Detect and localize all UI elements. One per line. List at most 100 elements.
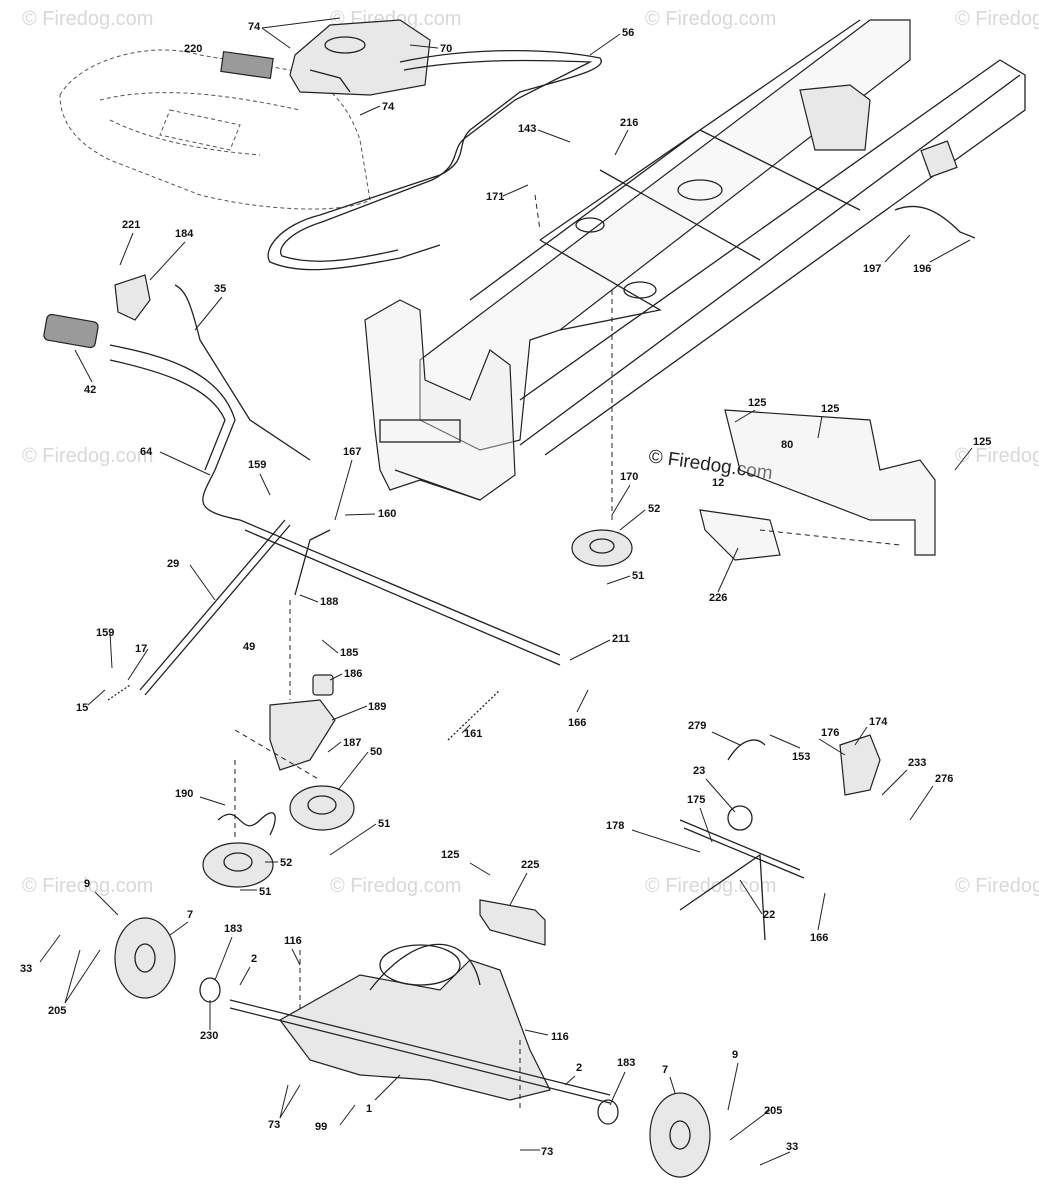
callout-label: 159: [248, 459, 266, 471]
watermark: © Firedog.com: [22, 8, 153, 30]
callout-label: 70: [440, 43, 452, 55]
callout-label: 170: [620, 471, 638, 483]
callout-label: 23: [693, 765, 705, 777]
callout-label: 186: [344, 668, 362, 680]
callout-label: 225: [521, 859, 539, 871]
callout-label: 9: [84, 878, 90, 890]
callout-label: 176: [821, 727, 839, 739]
callout-label: 2: [251, 953, 257, 965]
callout-label: 125: [973, 436, 991, 448]
spring-161: [447, 689, 501, 741]
drive-belt: [267, 49, 602, 271]
callout-label: 188: [320, 596, 338, 608]
lower-right-linkage: [679, 734, 881, 941]
callout-label: 116: [284, 935, 302, 947]
leader-lines: [39, 17, 973, 1166]
callout-labels: 74 220 70 56 74 143 216 171 197 196 221 …: [20, 21, 991, 1158]
spring-17: [107, 684, 131, 701]
dashed-guides: [234, 194, 901, 1110]
watermark: © Firedog.com: [955, 875, 1039, 897]
frame-assembly: [419, 19, 1026, 456]
callout-label: 161: [464, 728, 482, 740]
right-bracket: [699, 409, 936, 561]
transaxle: [229, 943, 611, 1104]
callout-label: 205: [48, 1005, 66, 1017]
callout-label: 230: [200, 1030, 218, 1042]
callout-label: 159: [96, 627, 114, 639]
callout-label: 50: [370, 746, 382, 758]
callout-label: 42: [84, 384, 96, 396]
callout-label: 183: [617, 1057, 635, 1069]
control-rod: [294, 529, 331, 596]
callout-label: 64: [140, 446, 153, 458]
callout-label: 189: [368, 701, 386, 713]
callout-label: 216: [620, 117, 638, 129]
callout-label: 73: [268, 1119, 280, 1131]
drive-belt-inner: [280, 59, 593, 262]
callout-label: 211: [612, 633, 630, 645]
watermark: © Firedog.com: [645, 8, 776, 30]
callout-label: 51: [378, 818, 390, 830]
callout-label: 226: [709, 592, 727, 604]
bracket-225: [479, 899, 546, 946]
callout-label: 178: [606, 820, 624, 832]
callout-label: 279: [688, 720, 706, 732]
callout-label: 166: [810, 932, 828, 944]
callout-label: 51: [632, 570, 644, 582]
tank-cover: [289, 19, 431, 96]
callout-label: 29: [167, 558, 179, 570]
callout-label: 196: [913, 263, 931, 275]
callout-label: 52: [280, 857, 292, 869]
brake-rod-2: [144, 524, 291, 696]
callout-label: 220: [184, 43, 202, 55]
callout-label: 9: [732, 1049, 738, 1061]
callout-label: 73: [541, 1146, 553, 1158]
callout-label: 205: [764, 1105, 782, 1117]
callout-label: 33: [786, 1141, 798, 1153]
callout-label: 143: [518, 123, 536, 135]
watermarks: © Firedog.com © Firedog.com © Firedog.co…: [22, 8, 1039, 897]
front-bracket: [364, 299, 516, 501]
callout-label: 153: [792, 751, 810, 763]
watermark: © Firedog.com: [22, 445, 153, 467]
callout-label: 221: [122, 219, 140, 231]
callout-label: 51: [259, 886, 271, 898]
callout-label: 125: [441, 849, 459, 861]
callout-label: 175: [687, 794, 705, 806]
watermark: © Firedog.com: [22, 875, 153, 897]
callout-label: 15: [76, 702, 88, 714]
callout-label: 160: [378, 508, 396, 520]
callout-label: 7: [662, 1064, 668, 1076]
pedal-shafts: [43, 274, 561, 666]
idler-assembly: [202, 529, 633, 888]
watermark: © Firedog.com: [645, 875, 776, 897]
callout-label: 12: [712, 477, 724, 489]
callout-label: 125: [748, 397, 766, 409]
callout-label: 276: [935, 773, 953, 785]
callout-label: 233: [908, 757, 926, 769]
watermark: © Firedog.com: [955, 8, 1039, 30]
watermark: © Firedog.com: [955, 445, 1039, 467]
brake-rod: [139, 519, 286, 691]
wheel-hubs: [114, 917, 711, 1178]
callout-label: 167: [343, 446, 361, 458]
callout-label: 166: [568, 717, 586, 729]
callout-label: 56: [622, 27, 634, 39]
callout-label: 183: [224, 923, 242, 935]
callout-label: 174: [869, 716, 888, 728]
watermark: © Firedog.com: [330, 875, 461, 897]
callout-label: 74: [248, 21, 261, 33]
seat-fender-outline: [59, 49, 371, 210]
callout-label: 49: [243, 641, 255, 653]
decal-plate: [220, 50, 274, 80]
callout-label: 197: [863, 263, 881, 275]
callout-label: 22: [763, 909, 775, 921]
callout-label: 190: [175, 788, 193, 800]
callout-label: 17: [135, 643, 147, 655]
callout-label: 52: [648, 503, 660, 515]
callout-label: 35: [214, 283, 226, 295]
callout-label: 116: [551, 1031, 569, 1043]
callout-label: 33: [20, 963, 32, 975]
callout-label: 7: [187, 909, 193, 921]
